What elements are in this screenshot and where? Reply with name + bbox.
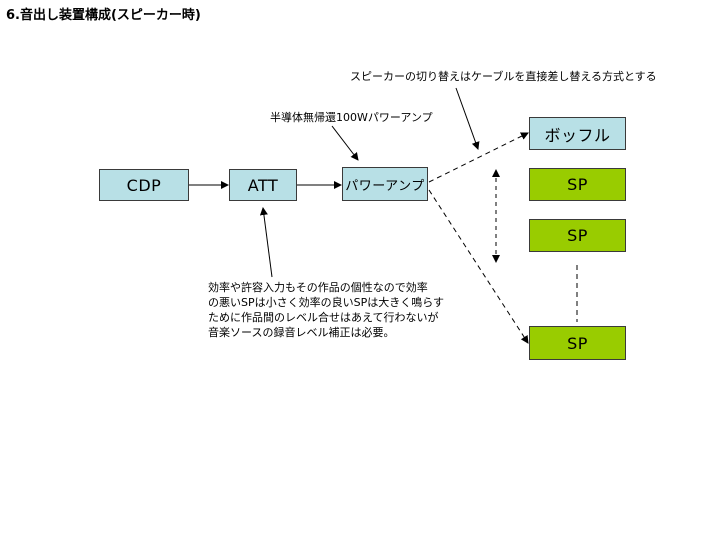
power-amp-box: パワーアンプ [342, 167, 428, 201]
woofer-box: ボッフル [529, 117, 626, 150]
pointer-amp-spec [331, 125, 359, 161]
pointer-level-note [259, 207, 273, 278]
speaker-box-1: SP [529, 168, 626, 201]
att-box: ATT [229, 169, 297, 201]
arrow-amp-to-woofer [428, 132, 529, 183]
cdp-box: CDP [99, 169, 189, 201]
speaker-box-2: SP [529, 219, 626, 252]
page-title: 6.音出し装置構成(スピーカー時) [6, 8, 201, 23]
level-policy-line-2: の悪いSPは小さく効率の良いSPは大きく鳴らす [208, 296, 445, 309]
speaker-box-3: SP [529, 326, 626, 360]
speaker-switch-note: スピーカーの切り替えはケーブルを直接差し替える方式とする [350, 70, 657, 83]
level-policy-note: 効率や許容入力もその作品の個性なので効率 の悪いSPは小さく効率の良いSPは大き… [208, 280, 444, 340]
level-policy-line-1: 効率や許容入力もその作品の個性なので効率 [208, 281, 428, 294]
arrow-amp-to-speaker-3 [428, 189, 529, 344]
amp-spec-note: 半導体無帰還100Wパワーアンプ [270, 111, 433, 124]
level-policy-line-4: 音楽ソースの録音レベル補正は必要。 [208, 326, 395, 339]
level-policy-line-3: ために作品間のレベル合せはあえて行わないが [208, 311, 439, 324]
pointer-switch-note [455, 87, 480, 150]
